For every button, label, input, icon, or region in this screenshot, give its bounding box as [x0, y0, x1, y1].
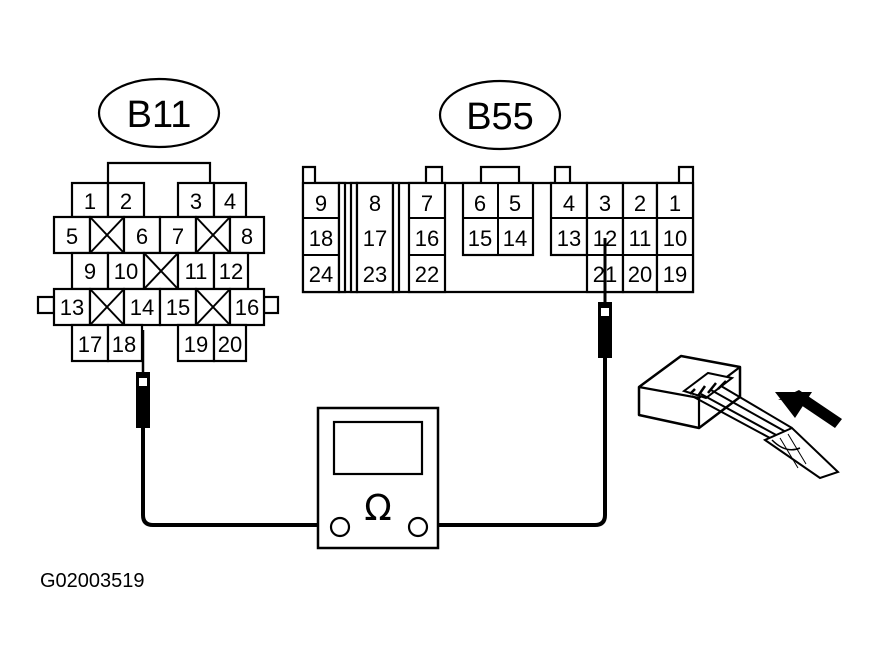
b11-pin-19: 19: [184, 332, 208, 357]
meter-terminal-left: [329, 516, 351, 538]
b55-pin-3: 3: [599, 191, 611, 216]
connector-b55: 9 18 24 8 17 23 7 16 22 6 5 15 14 4 13 3…: [301, 165, 695, 294]
b11-pin-18: 18: [112, 332, 136, 357]
b55-pin-23: 23: [363, 262, 387, 287]
b11-pin-15: 15: [166, 295, 190, 320]
b11-pin-4: 4: [224, 189, 236, 214]
b55-pin-2: 2: [634, 191, 646, 216]
b11-pin-8: 8: [241, 224, 253, 249]
b11-pin-9: 9: [84, 259, 96, 284]
b55-pin-1: 1: [669, 191, 681, 216]
ohm-symbol-icon: Ω: [364, 488, 392, 529]
b11-pin-10: 10: [114, 259, 138, 284]
b11-pin-1: 1: [84, 189, 96, 214]
figure-code: G02003519: [40, 570, 145, 592]
b11-pin-20: 20: [218, 332, 242, 357]
b55-pin-18: 18: [309, 226, 333, 251]
probe-left: [136, 330, 332, 527]
b11-pin-7: 7: [172, 224, 184, 249]
b55-pin-19: 19: [663, 262, 687, 287]
b55-pin-4: 4: [563, 191, 575, 216]
b55-pin-9: 9: [315, 191, 327, 216]
probe-right: [428, 238, 612, 527]
b11-label-text: B11: [127, 94, 192, 136]
b55-pin-7: 7: [421, 191, 433, 216]
b11-pin-6: 6: [136, 224, 148, 249]
b55-pin-5: 5: [509, 191, 521, 216]
meter-terminal-right: [407, 516, 429, 538]
b55-pin-17: 17: [363, 226, 387, 251]
b55-pin-22: 22: [415, 262, 439, 287]
b11-pin-3: 3: [190, 189, 202, 214]
b11-pin-12: 12: [219, 259, 243, 284]
b55-pin-6: 6: [474, 191, 486, 216]
b55-pin-24: 24: [309, 262, 333, 287]
b55-pin-16: 16: [415, 226, 439, 251]
b55-pin-15: 15: [468, 226, 492, 251]
b11-label: B11: [97, 77, 221, 149]
b55-pin-20: 20: [628, 262, 652, 287]
b11-pin-11: 11: [185, 259, 208, 284]
b55-label-text: B55: [466, 96, 534, 138]
connector-plug-icon: [637, 354, 842, 480]
b55-label: B55: [438, 79, 562, 151]
b11-pin-17: 17: [78, 332, 102, 357]
b11-pin-5: 5: [66, 224, 78, 249]
b11-pin-2: 2: [120, 189, 132, 214]
b55-pin-13: 13: [557, 226, 581, 251]
b55-pin-14: 14: [503, 226, 527, 251]
b11-pin-16: 16: [235, 295, 259, 320]
meter-display: [332, 420, 424, 476]
connector-b11: 1 2 3 4 5 6 7 8 9 10 11 12: [36, 161, 280, 363]
b11-pin-14: 14: [130, 295, 154, 320]
b11-pin-13: 13: [60, 295, 84, 320]
b55-pin-8: 8: [369, 191, 381, 216]
ohmmeter: Ω: [316, 406, 440, 550]
b55-pin-10: 10: [663, 226, 687, 251]
b55-pin-11: 11: [629, 226, 652, 251]
